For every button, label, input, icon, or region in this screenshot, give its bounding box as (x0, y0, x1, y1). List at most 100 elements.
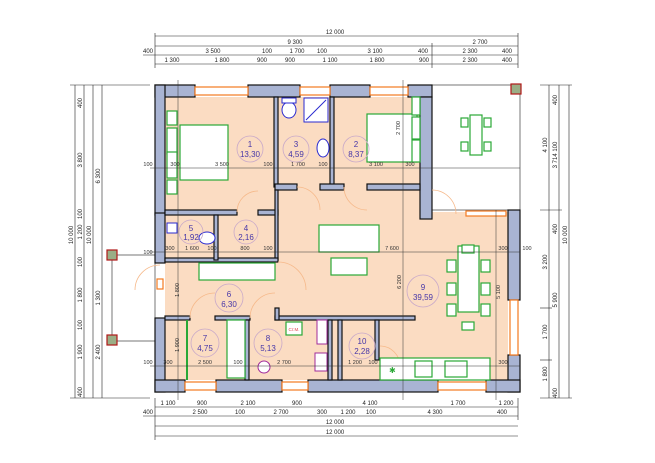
dim-label: 2 700 (273, 410, 289, 416)
dim-label: 5 900 (553, 292, 559, 308)
dim-label: 1 700 (291, 162, 305, 168)
dim-label: 2 700 (472, 40, 488, 46)
column (106, 334, 118, 346)
svg-text:8: 8 (266, 334, 271, 343)
svg-text:5,13: 5,13 (260, 344, 276, 353)
dim-label: 3 200 (543, 254, 549, 270)
room-9: 939,59 (406, 274, 440, 308)
dim-label: 1 700 (289, 49, 305, 55)
svg-text:4: 4 (244, 224, 249, 233)
porch-outline (111, 254, 156, 342)
dim-label: 1 800 (214, 58, 230, 64)
room-3: 34,59 (282, 135, 310, 163)
svg-text:6: 6 (227, 290, 232, 299)
dim-label: 900 (257, 58, 268, 64)
dim-label: 2 700 (396, 121, 402, 135)
coffee-table (330, 257, 368, 276)
top-dimensions: 12 000 9 300 2 700 400 3 500 100 1 700 1… (143, 30, 519, 68)
column (510, 83, 522, 95)
dim-label: 400 (143, 410, 154, 416)
sofa (318, 224, 380, 253)
dim-label: 400 (502, 49, 513, 55)
grid-axes (150, 80, 520, 400)
dim-label: 100 (366, 410, 377, 416)
dim-label: 100 (262, 49, 273, 55)
svg-text:6,30: 6,30 (221, 300, 237, 309)
dim-label: 12 000 (326, 430, 345, 436)
washing-machine-label: Ст.М. (288, 327, 299, 332)
furniture: ✱ Ст.М. (166, 96, 492, 381)
dim-label: 100 (318, 162, 327, 168)
dim-label: 300 (498, 360, 507, 366)
dim-label: 1 700 (543, 324, 549, 340)
dim-label: 100 (235, 410, 246, 416)
left-dimensions: 10 000 400 3 800 100 1 200 100 1 800 100… (69, 84, 150, 399)
svg-text:4,75: 4,75 (197, 344, 213, 353)
dim-label: 1 300 (96, 290, 102, 306)
bottom-dimensions: 1 100 900 2 100 900 4 100 1 700 1 200 40… (143, 398, 519, 440)
svg-text:2,16: 2,16 (238, 233, 254, 242)
dim-label: 2 300 (462, 58, 478, 64)
svg-text:39,59: 39,59 (413, 293, 434, 302)
toilet-icon (281, 101, 297, 119)
svg-text:7: 7 (203, 334, 208, 343)
dim-label: 10 000 (69, 225, 75, 244)
room-10: 102,28 (348, 332, 376, 360)
dim-label: 2 500 (198, 360, 212, 366)
washbasin-icon (166, 222, 178, 234)
dim-label: 900 (285, 58, 296, 64)
dim-label: 300 (170, 162, 179, 168)
dim-label: 100 (78, 319, 84, 330)
dim-label: 400 (497, 410, 508, 416)
dim-label: 100 (78, 208, 84, 219)
dim-label: 2 400 (96, 344, 102, 360)
svg-text:1: 1 (248, 140, 253, 149)
dim-label: 400 (78, 97, 84, 108)
walls (154, 84, 521, 393)
dim-label: 3 500 (215, 162, 229, 168)
dim-label: 3 800 (78, 152, 84, 168)
room-labels: 113,30 28,37 34,59 42,16 51,92 66,30 74,… (178, 135, 440, 360)
dim-label: 2 500 (192, 410, 208, 416)
room-6: 66,30 (214, 283, 244, 313)
dim-label: 6 300 (96, 168, 102, 184)
dim-label: 900 (197, 401, 208, 407)
dim-label: 10 000 (563, 225, 569, 244)
dim-label: 1 800 (543, 366, 549, 382)
svg-text:5: 5 (189, 224, 194, 233)
dim-label: 300 (165, 246, 174, 252)
dim-label: 300 (163, 360, 172, 366)
svg-text:1,92: 1,92 (183, 233, 199, 242)
svg-text:2,28: 2,28 (354, 347, 370, 356)
dim-label: 4 100 (543, 137, 549, 153)
doors (134, 186, 457, 367)
dim-label: 400 (143, 49, 154, 55)
dim-label: 100 (78, 256, 84, 267)
dim-label: 300 (498, 246, 507, 252)
dim-label: 100 (207, 246, 216, 252)
terrace-table (469, 114, 483, 156)
dim-label: 2 700 (277, 360, 291, 366)
dim-label: 5 100 (496, 285, 502, 299)
dim-label: 10 000 (87, 225, 93, 244)
wardrobe (198, 262, 276, 281)
dim-label: 1 200 (340, 410, 356, 416)
room-2: 28,37 (342, 135, 370, 163)
dim-label: 1 200 (498, 401, 514, 407)
room-8: 85,13 (253, 328, 283, 358)
washing-machine (285, 321, 303, 336)
dim-label: 400 (502, 58, 513, 64)
dim-label: 1 900 (175, 338, 181, 352)
kitchen-counter (379, 357, 491, 381)
dim-label: 1 800 (175, 283, 181, 297)
fridge-icon (316, 319, 328, 345)
right-dimensions: 4 100 3 200 1 700 1 800 400 3 714 100 40… (540, 84, 572, 399)
dim-label: 3 500 (205, 49, 221, 55)
dim-label: 3 100 (369, 162, 383, 168)
dining-table (457, 245, 480, 313)
svg-text:2: 2 (354, 140, 359, 149)
dim-label: 900 (292, 401, 303, 407)
dim-label: 1 800 (78, 287, 84, 303)
dim-label: 300 (405, 162, 414, 168)
dim-label: 1 200 (348, 360, 362, 366)
